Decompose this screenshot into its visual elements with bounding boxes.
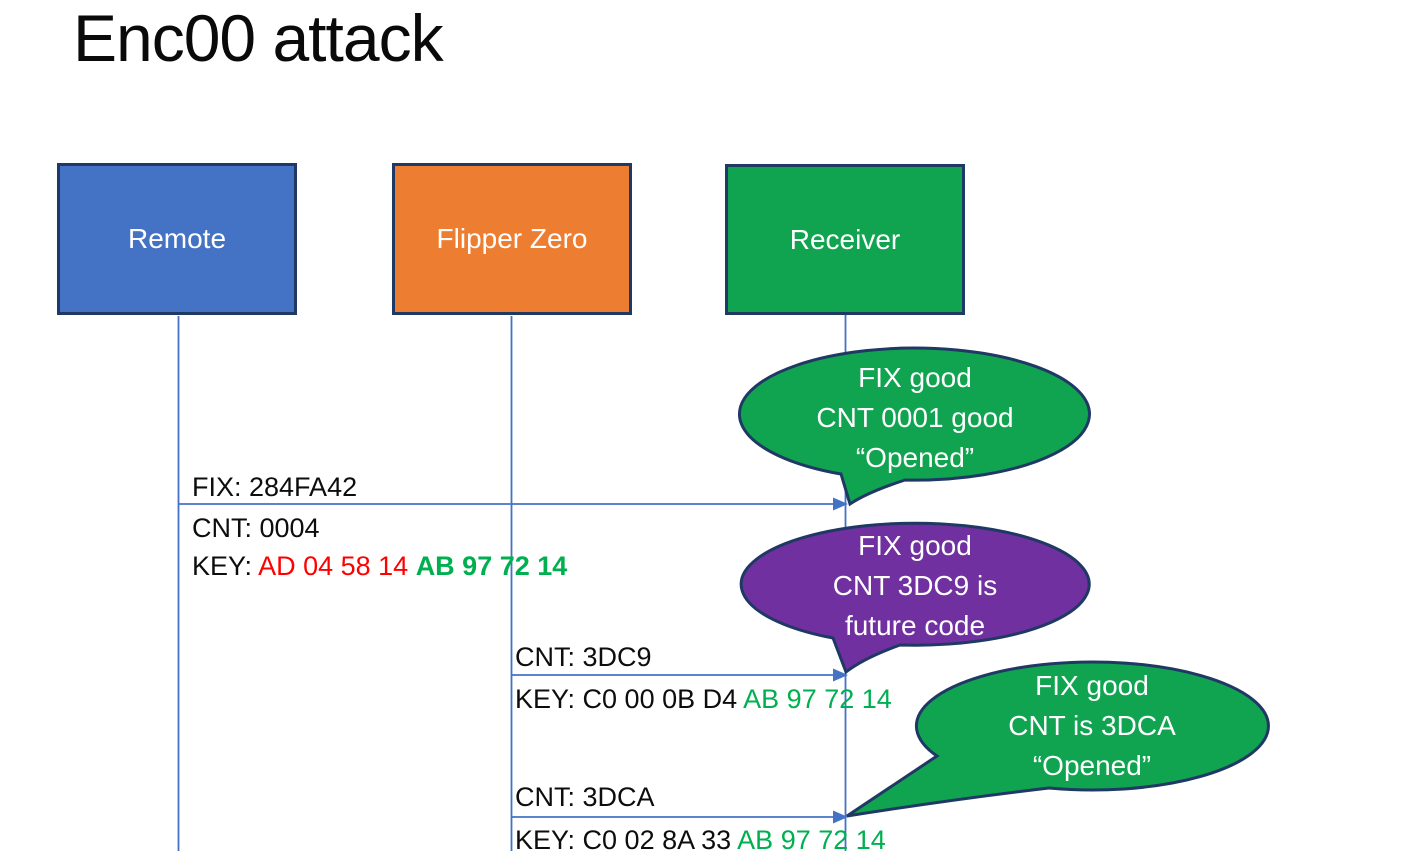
bubble-3-line-1: FIX good	[1035, 670, 1149, 701]
message-3-key-green-bytes: AB 97 72 14	[737, 825, 886, 855]
message-2-key-label: KEY: C0 00 0B D4	[515, 684, 744, 714]
message-1-key-red-bytes: AD 04 58 14	[258, 551, 416, 581]
bubble-2-line-1: FIX good	[858, 530, 972, 561]
message-2-key: KEY: C0 00 0B D4 AB 97 72 14	[515, 684, 892, 715]
message-1-cnt: CNT: 0004	[192, 513, 320, 543]
actor-label-receiver: Receiver	[789, 223, 901, 255]
actor-box-remote: Remote	[57, 163, 297, 315]
message-1-key: KEY: AD 04 58 14 AB 97 72 14	[192, 551, 567, 582]
bubble-1-text: FIX good CNT 0001 good “Opened”	[740, 358, 1090, 478]
message-arrow-2-head	[833, 668, 848, 682]
message-1-key-label: KEY:	[192, 551, 259, 581]
message-3-key-label: KEY: C0 02 8A 33	[515, 825, 738, 855]
bubble-1-line-2: CNT 0001 good	[816, 402, 1014, 433]
message-1-key-green-bytes: AB 97 72 14	[415, 551, 568, 581]
bubble-3-line-2: CNT is 3DCA	[1008, 710, 1176, 741]
message-2-key-green-bytes: AB 97 72 14	[743, 684, 892, 714]
bubble-2-line-3: future code	[844, 610, 986, 641]
message-3-cnt: CNT: 3DCA	[515, 782, 655, 812]
bubble-2-text: FIX good CNT 3DC9 is future code	[741, 526, 1089, 646]
actor-label-flipper-zero: Flipper Zero	[436, 223, 588, 254]
bubble-3-text: FIX good CNT is 3DCA “Opened”	[916, 666, 1268, 786]
message-arrow-1-head	[833, 497, 848, 511]
message-arrow-3-head	[833, 810, 848, 824]
message-1-fix: FIX: 284FA42	[192, 472, 358, 502]
actor-box-flipper-zero: Flipper Zero	[392, 163, 632, 315]
bubble-1-line-3: “Opened”	[855, 442, 975, 473]
bubble-2-line-2: CNT 3DC9 is	[832, 570, 998, 601]
message-3-key: KEY: C0 02 8A 33 AB 97 72 14	[515, 825, 886, 856]
bubble-1-line-1: FIX good	[858, 362, 972, 393]
actor-box-receiver: Receiver	[725, 164, 965, 315]
slide-title: Enc00 attack	[73, 1, 444, 75]
actor-label-remote: Remote	[127, 223, 227, 254]
message-2-cnt: CNT: 3DC9	[515, 642, 652, 672]
bubble-3-line-3: “Opened”	[1032, 750, 1152, 781]
